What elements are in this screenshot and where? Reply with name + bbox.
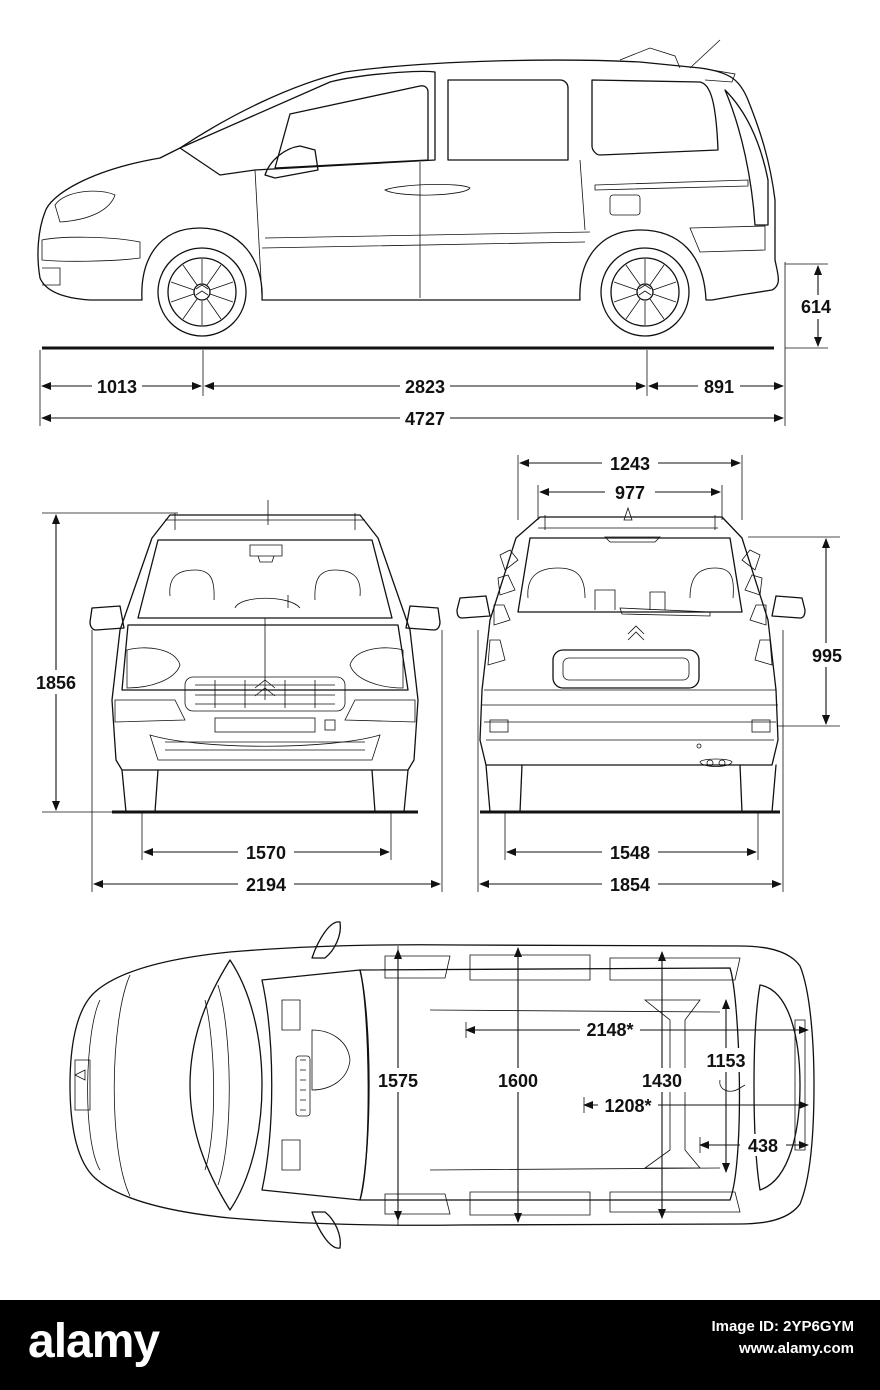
top-view: 1575 1600 1430 1153 2148* 1208* 438 xyxy=(69,921,815,1249)
label-rear-overall-width: 1854 xyxy=(610,875,650,895)
image-id-block: Image ID: 2YP6GYM www.alamy.com xyxy=(711,1316,854,1360)
label-front-track: 1570 xyxy=(246,843,286,863)
label-width-rear: 1430 xyxy=(642,1071,682,1091)
image-id: Image ID: 2YP6GYM xyxy=(711,1318,854,1335)
alamy-logo: alamy xyxy=(28,1315,160,1368)
side-view-body xyxy=(37,59,780,301)
label-load-length-max: 2148* xyxy=(586,1020,633,1040)
label-overall-length: 4727 xyxy=(405,409,445,429)
site-url: www.alamy.com xyxy=(738,1340,854,1357)
label-front-overhang: 1013 xyxy=(97,377,137,397)
label-load-length-min: 1208* xyxy=(604,1096,651,1116)
label-width-boot: 1153 xyxy=(706,1051,745,1071)
label-tailgate-height: 995 xyxy=(812,646,842,666)
rear-view-body xyxy=(479,516,779,766)
label-roof-outer-width: 1243 xyxy=(610,454,650,474)
rear-view: 1243 977 995 1548 1854 xyxy=(456,452,848,895)
watermark-footer: alamy Image ID: 2YP6GYM www.alamy.com xyxy=(0,1300,880,1390)
label-roof-inner-width: 977 xyxy=(615,483,645,503)
side-view: 1013 2823 891 4727 614 xyxy=(37,39,836,429)
front-view: 1856 1570 2194 xyxy=(30,500,443,895)
top-view-body xyxy=(69,944,815,1226)
label-rear-height: 614 xyxy=(801,297,831,317)
label-boot-length: 438 xyxy=(748,1136,778,1156)
label-wheelbase: 2823 xyxy=(405,377,445,397)
label-rear-overhang: 891 xyxy=(704,377,734,397)
label-width-front: 1575 xyxy=(378,1071,418,1091)
label-overall-height: 1856 xyxy=(36,673,76,693)
label-rear-track: 1548 xyxy=(610,843,650,863)
label-width-middle: 1600 xyxy=(498,1071,538,1091)
blueprint-drawing: 1013 2823 891 4727 614 xyxy=(30,39,848,1249)
label-front-overall-width: 2194 xyxy=(246,875,286,895)
